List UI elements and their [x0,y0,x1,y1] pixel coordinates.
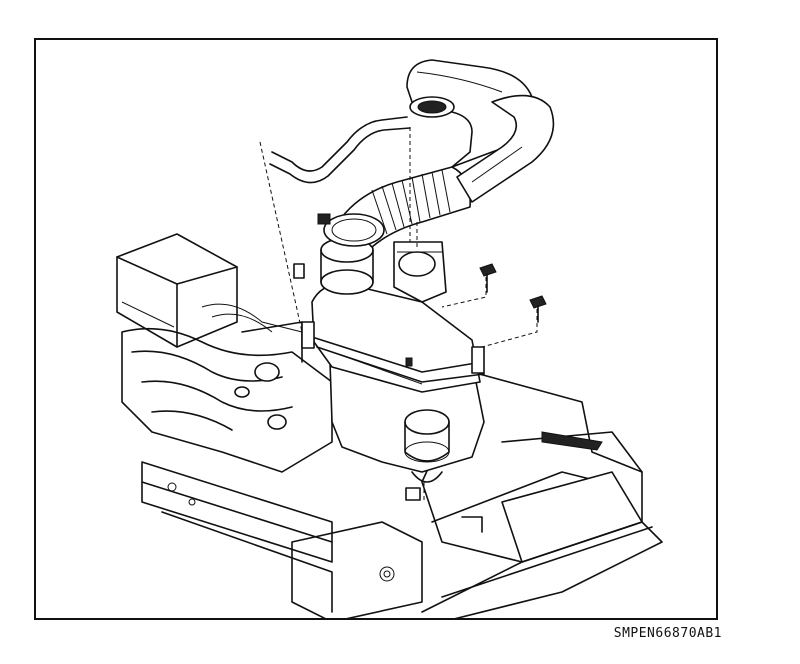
air-cleaner-housing [301,283,485,483]
assembly-guide-lines [259,127,538,502]
resonator-duct [406,59,555,203]
radiator-support [141,461,423,618]
diagram-frame [34,38,718,620]
engine-air-intake-diagram [116,59,663,618]
mounting-bolts [479,263,547,323]
mount-brackets [293,263,483,533]
engine-block [121,303,333,473]
figure-id-label: SMPEN66870AB1 [613,626,722,641]
housing-outlet [320,237,374,295]
intake-hose [317,166,471,248]
breather-hose [269,116,411,184]
battery-box [116,233,238,348]
throttle-body [393,241,447,303]
